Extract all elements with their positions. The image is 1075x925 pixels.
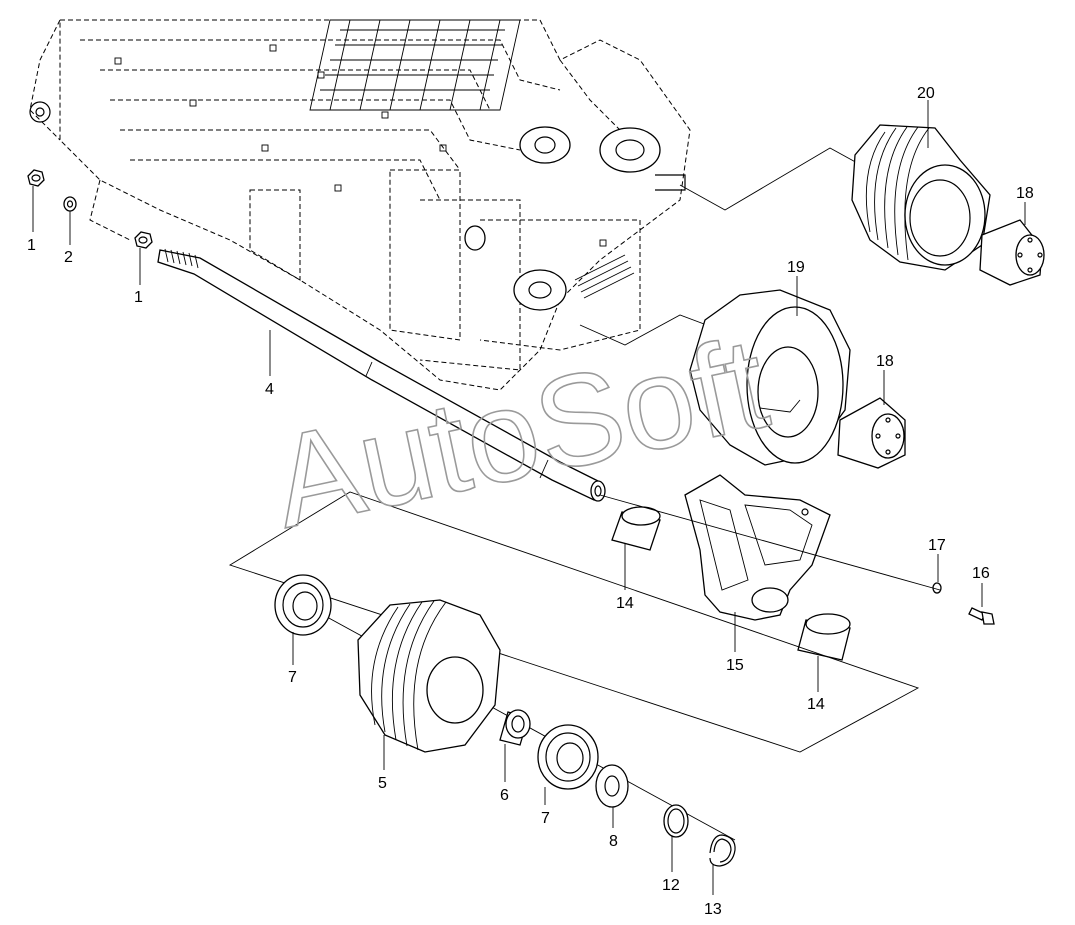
callout-5: 5 [378, 775, 387, 792]
callout-6: 6 [500, 787, 509, 804]
callout-13: 13 [704, 901, 722, 918]
pulley-part-19 [689, 289, 851, 466]
callout-labels: 1 2 1 4 20 18 19 18 17 16 14 15 14 7 5 6… [27, 85, 1034, 918]
tensioner-arm-part-15 [684, 474, 831, 621]
circlip-part-13 [709, 834, 736, 867]
callout-14-lower: 14 [807, 696, 825, 713]
callout-18-upper: 18 [1016, 185, 1034, 202]
callout-18-lower: 18 [876, 353, 894, 370]
pulley-part-20 [851, 124, 991, 271]
machine-frame-housing [29, 19, 691, 391]
callout-20: 20 [917, 85, 935, 102]
explosion-axis-shaft [599, 494, 941, 591]
nut-part-1-upper [27, 169, 45, 187]
axis-line-pulley-20 [679, 147, 871, 211]
pulley-part-5 [357, 599, 501, 753]
explosion-axis-lower [228, 491, 920, 753]
callout-12: 12 [662, 877, 680, 894]
nut-part-1-lower [134, 231, 153, 249]
washer-part-8 [595, 764, 629, 808]
shaft-part-4 [157, 248, 606, 502]
callout-8: 8 [609, 833, 618, 850]
leader-lines [32, 100, 1026, 895]
callout-2: 2 [64, 249, 73, 266]
callout-4: 4 [265, 381, 274, 398]
callout-15: 15 [726, 657, 744, 674]
spacer-part-6 [499, 709, 531, 746]
callout-17: 17 [928, 537, 946, 554]
axis-line-pulley-19 [579, 314, 721, 346]
bushing-part-14-upper [611, 506, 661, 551]
callout-1-upper: 1 [27, 237, 36, 254]
callout-7-lower: 7 [541, 810, 550, 827]
callout-7-upper: 7 [288, 669, 297, 686]
washer-part-2 [63, 196, 77, 212]
callout-16: 16 [972, 565, 990, 582]
callout-14-upper: 14 [616, 595, 634, 612]
bushing-part-14-lower [797, 613, 851, 661]
taper-bushing-part-18-lower [837, 397, 906, 469]
callout-19: 19 [787, 259, 805, 276]
bolt-part-16 [968, 607, 995, 625]
taper-bushing-part-18-upper [979, 219, 1045, 286]
bearing-part-7-lower [537, 724, 599, 790]
ring-part-12 [663, 804, 689, 838]
bearing-part-7-upper [274, 574, 332, 636]
callout-1-lower: 1 [134, 289, 143, 306]
